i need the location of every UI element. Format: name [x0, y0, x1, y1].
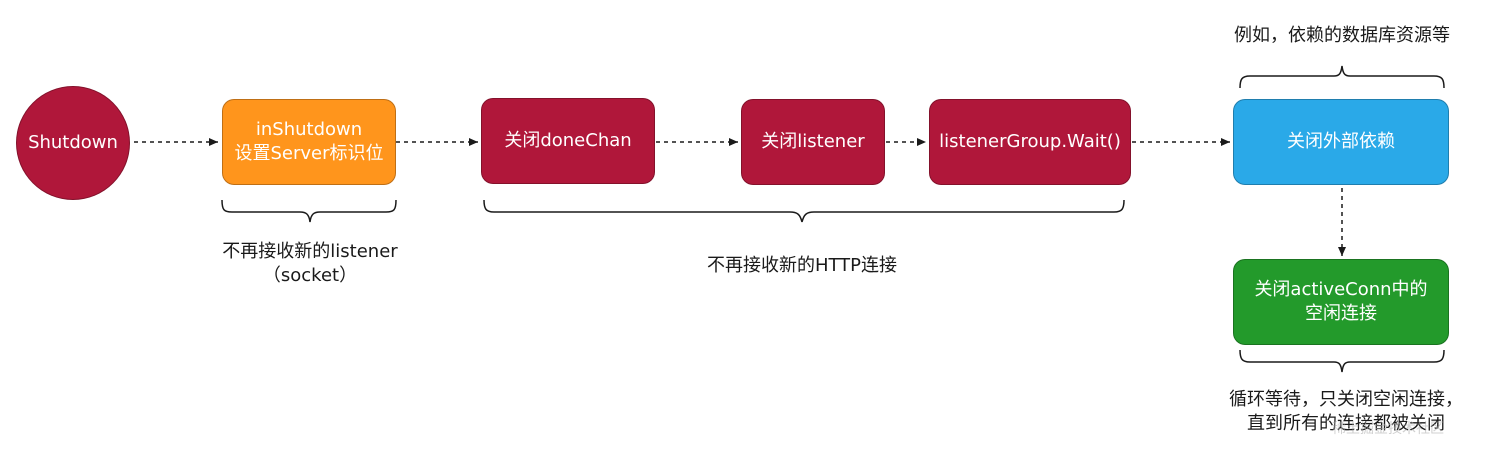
- shutdown-label: Shutdown: [28, 132, 118, 153]
- close-listener-label: 关闭listener: [761, 131, 865, 152]
- in-shutdown-line2: 设置Server标识位: [234, 143, 384, 164]
- close-done-chan-label: 关闭doneChan: [504, 130, 632, 151]
- annotation-no-new-listener: 不再接收新的listener （socket）: [190, 240, 430, 288]
- close-idle-conns-node: 关闭activeConn中的 空闲连接: [1233, 259, 1449, 345]
- close-listener-node: 关闭listener: [741, 99, 885, 185]
- brace-external-deps: [1239, 65, 1445, 89]
- annotation-loop-wait: 循环等待，只关闭空闲连接， 直到所有的连接都被关闭: [1206, 388, 1486, 436]
- annotation-external-deps-example: 例如，依赖的数据库资源等: [1234, 25, 1450, 46]
- brace-no-new-http: [483, 199, 1125, 223]
- watermark: 稀土掘金技术社区: [1332, 421, 1444, 437]
- annotation-loop-wait-line1: 循环等待，只关闭空闲连接，: [1229, 389, 1463, 410]
- listener-group-wait-label: listenerGroup.Wait(): [939, 131, 1121, 152]
- annotation-no-new-http: 不再接收新的HTTP连接: [706, 255, 898, 276]
- close-idle-conns-line1: 关闭activeConn中的: [1254, 279, 1428, 300]
- annotation-no-new-listener-line1: 不再接收新的listener: [222, 241, 398, 262]
- in-shutdown-node: inShutdown 设置Server标识位: [222, 99, 396, 185]
- annotation-loop-wait-line2: 直到所有的连接都被关闭: [1247, 413, 1445, 434]
- annotation-no-new-listener-line2: （socket）: [262, 265, 358, 286]
- listener-group-wait-node: listenerGroup.Wait(): [929, 99, 1131, 185]
- brace-loop-wait: [1239, 349, 1445, 373]
- close-idle-conns-line2: 空闲连接: [1305, 303, 1377, 324]
- in-shutdown-line1: inShutdown: [255, 119, 363, 140]
- brace-no-new-listener: [221, 199, 397, 223]
- close-external-deps-node: 关闭外部依赖: [1233, 99, 1449, 185]
- close-done-chan-node: 关闭doneChan: [481, 98, 655, 184]
- close-external-deps-label: 关闭外部依赖: [1287, 131, 1395, 152]
- shutdown-node: Shutdown: [16, 86, 130, 200]
